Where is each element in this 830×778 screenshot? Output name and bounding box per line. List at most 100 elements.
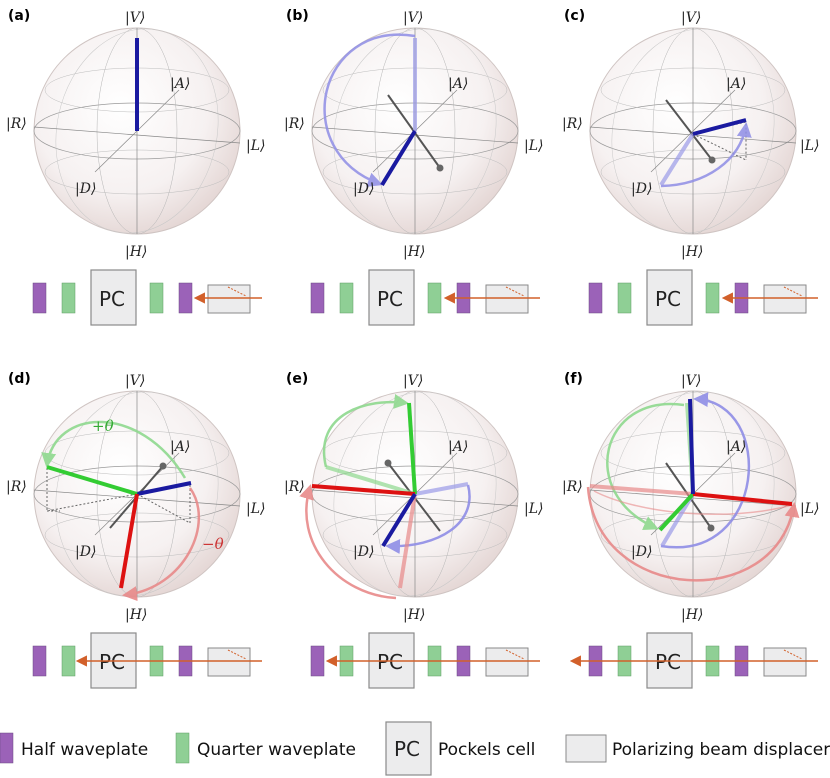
blue-rotation-arc [660, 392, 751, 549]
beam-displacer [485, 647, 529, 677]
legend-beam-displacer-swatch [565, 734, 607, 763]
red-rotation-arc [299, 484, 397, 600]
ket-v: |V⟩ [681, 10, 701, 26]
ket-d: |D⟩ [353, 544, 374, 560]
quarter-waveplate-2 [149, 282, 164, 314]
panel-a: (a) |V⟩ |H⟩ |A⟩ |D⟩ |R⟩ |L⟩ PC [6, 8, 265, 326]
red-rotation-arc [586, 486, 800, 582]
ket-l: |L⟩ [246, 138, 265, 154]
pockels-cell [368, 269, 415, 326]
ket-d: |D⟩ [75, 544, 96, 560]
red-state-vector [311, 484, 416, 496]
panel-b: (b) |V⟩ |H⟩ |A⟩ |D⟩ |R⟩ |L⟩ PC [284, 8, 543, 326]
blue-state-vector [136, 481, 192, 496]
ket-d: |D⟩ [353, 181, 374, 197]
red-initial-vector [398, 493, 417, 589]
quarter-waveplate-1 [339, 282, 354, 314]
quarter-waveplate-1 [617, 282, 632, 314]
green-state-vector [46, 465, 138, 496]
ket-v: |V⟩ [125, 10, 145, 26]
quarter-waveplate-2 [705, 282, 720, 314]
quarter-waveplate-2 [427, 282, 442, 314]
blue-state-vector [381, 492, 417, 548]
legend-quarter-waveplate-label: Quarter waveplate [197, 740, 356, 760]
green-rotation-arc [606, 402, 685, 531]
ket-l: |L⟩ [524, 138, 543, 154]
legend-beam-displacer-label: Polarizing beam displacer [612, 740, 830, 760]
ket-v: |V⟩ [681, 373, 701, 389]
bloch-sphere [589, 27, 797, 235]
ket-a: |A⟩ [170, 76, 190, 92]
blue-initial-vector [660, 492, 695, 548]
ket-h: |H⟩ [403, 244, 425, 260]
beam-displacer [485, 284, 529, 314]
pc-label: PC [377, 287, 403, 311]
beam-displacer [763, 284, 807, 314]
legend: Half waveplate Quarter waveplate PC Pock… [0, 721, 830, 776]
ket-a: |A⟩ [726, 439, 746, 455]
optics-row: PC [32, 632, 262, 689]
red-initial-vector [589, 484, 694, 496]
ket-r: |R⟩ [6, 479, 27, 495]
rotation-arc [323, 33, 416, 187]
green-rotation-arc [322, 394, 409, 468]
optics-row: PC [310, 269, 540, 326]
blue-rotation-arc [385, 484, 471, 554]
panel-d: (d) +θ −θ |V⟩ |H⟩ |A⟩ |D⟩ |R⟩ |L⟩ [6, 371, 265, 689]
panel-label: (c) [564, 8, 585, 24]
red-state-vector [692, 492, 793, 506]
optics-row: PC [32, 269, 262, 326]
panel-f: (f) |V⟩ |H⟩ |A⟩ |D⟩ |R⟩ |L⟩ [562, 371, 819, 689]
blue-state-vector [688, 398, 695, 495]
ket-v: |V⟩ [125, 373, 145, 389]
legend-half-waveplate-swatch [0, 732, 14, 764]
panel-label: (f) [564, 371, 583, 387]
pockels-cell [646, 269, 693, 326]
pc-label: PC [99, 287, 125, 311]
green-state-vector [407, 402, 417, 495]
ket-l: |L⟩ [800, 138, 819, 154]
pc-label: PC [99, 650, 125, 674]
ket-d: |D⟩ [631, 181, 652, 197]
ket-v: |V⟩ [403, 373, 423, 389]
ket-h: |H⟩ [681, 244, 703, 260]
panel-label: (e) [286, 371, 308, 387]
panel-label: (d) [8, 371, 31, 387]
red-rotation-arc [122, 487, 200, 602]
ket-r: |R⟩ [284, 116, 305, 132]
panel-label: (b) [286, 8, 309, 24]
red-state-vector [119, 493, 139, 589]
half-waveplate-1 [588, 282, 603, 314]
half-waveplate-1 [310, 645, 325, 677]
legend-half-waveplate-label: Half waveplate [21, 740, 148, 760]
ket-h: |H⟩ [681, 607, 703, 623]
state-vector [692, 118, 747, 136]
ket-l: |L⟩ [246, 501, 265, 517]
green-rotation-arc [41, 420, 187, 479]
legend-quarter-waveplate-swatch [175, 732, 190, 764]
pc-label: PC [377, 650, 403, 674]
optics-row: PC [588, 269, 818, 326]
beam-displacer [207, 284, 251, 314]
ket-l: |L⟩ [524, 501, 543, 517]
quarter-waveplate-1 [61, 645, 76, 677]
ket-d: |D⟩ [75, 181, 96, 197]
ket-r: |R⟩ [284, 479, 305, 495]
ket-r: |R⟩ [562, 479, 583, 495]
ket-a: |A⟩ [170, 439, 190, 455]
blue-initial-vector [414, 482, 469, 496]
pc-label: PC [655, 287, 681, 311]
panel-e: (e) |V⟩ |H⟩ |A⟩ |D⟩ |R⟩ |L⟩ [284, 371, 543, 689]
optics-row: PC [569, 632, 818, 689]
half-waveplate-1 [32, 645, 47, 677]
green-state-vector [658, 492, 695, 532]
pockels-cell [90, 269, 137, 326]
ket-r: |R⟩ [562, 116, 583, 132]
ket-a: |A⟩ [448, 439, 468, 455]
panel-c: (c) |V⟩ |H⟩ |A⟩ |D⟩ |R⟩ |L⟩ PC [562, 8, 819, 326]
ket-v: |V⟩ [403, 10, 423, 26]
ket-d: |D⟩ [631, 544, 652, 560]
half-waveplate-2 [178, 282, 193, 314]
beam-displacer [763, 647, 807, 677]
angle-minus-label: −θ [202, 535, 224, 553]
